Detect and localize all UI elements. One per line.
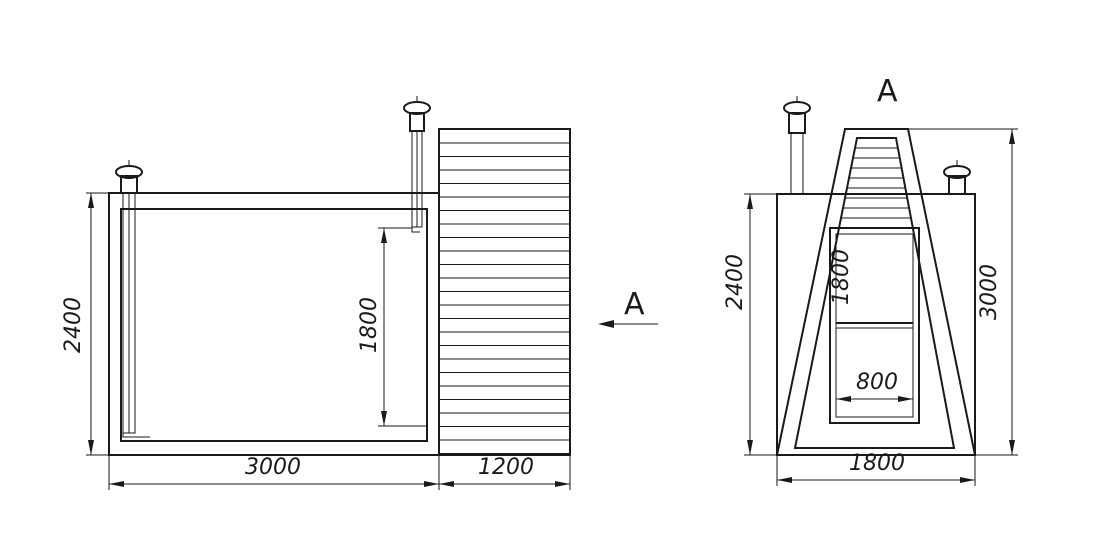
dim-elev-door-width: 800 xyxy=(836,370,913,402)
dim-elev-door-height-label: 1800 xyxy=(829,249,854,305)
siding-panel xyxy=(438,128,571,456)
section-view: 2400 1800 3000 1200 xyxy=(61,96,571,490)
dim-plan-extension-label: 1200 xyxy=(478,455,534,480)
dim-plan-length-label: 3000 xyxy=(245,455,301,480)
dim-plan-door-height-label: 1800 xyxy=(357,297,382,353)
elevation-view-label: A xyxy=(877,74,898,109)
view-direction-arrow: A xyxy=(598,287,658,328)
trapezoid-inner xyxy=(793,137,956,449)
dim-plan-door-height: 1800 xyxy=(357,227,427,427)
elevation-view: A 1800 xyxy=(723,74,1018,486)
dim-elev-width-label: 1800 xyxy=(849,451,905,476)
trapezoid-siding-lines xyxy=(841,147,911,219)
dim-elev-door-height: 1800 xyxy=(829,234,854,417)
dim-elev-total-height: 3000 xyxy=(908,128,1018,456)
elevation-body xyxy=(776,193,976,456)
dim-elev-door-width-label: 800 xyxy=(856,370,898,395)
dim-elev-total-height-label: 3000 xyxy=(977,264,1002,320)
elevation-vent-right xyxy=(943,160,971,195)
elevation-vent-left xyxy=(783,96,811,195)
dim-elev-height: 2400 xyxy=(723,193,777,456)
dim-plan-height: 2400 xyxy=(61,192,109,456)
dim-plan-length: 3000 1200 xyxy=(108,455,571,490)
dim-plan-height-label: 2400 xyxy=(61,297,86,353)
inner-room xyxy=(120,208,428,442)
outer-wall xyxy=(108,192,440,456)
dim-elev-width: 1800 xyxy=(776,451,976,486)
view-direction-label: A xyxy=(624,287,645,322)
dim-elev-height-label: 2400 xyxy=(723,254,748,310)
vent-pipe-right xyxy=(403,96,431,233)
vent-pipe-left xyxy=(115,160,150,438)
